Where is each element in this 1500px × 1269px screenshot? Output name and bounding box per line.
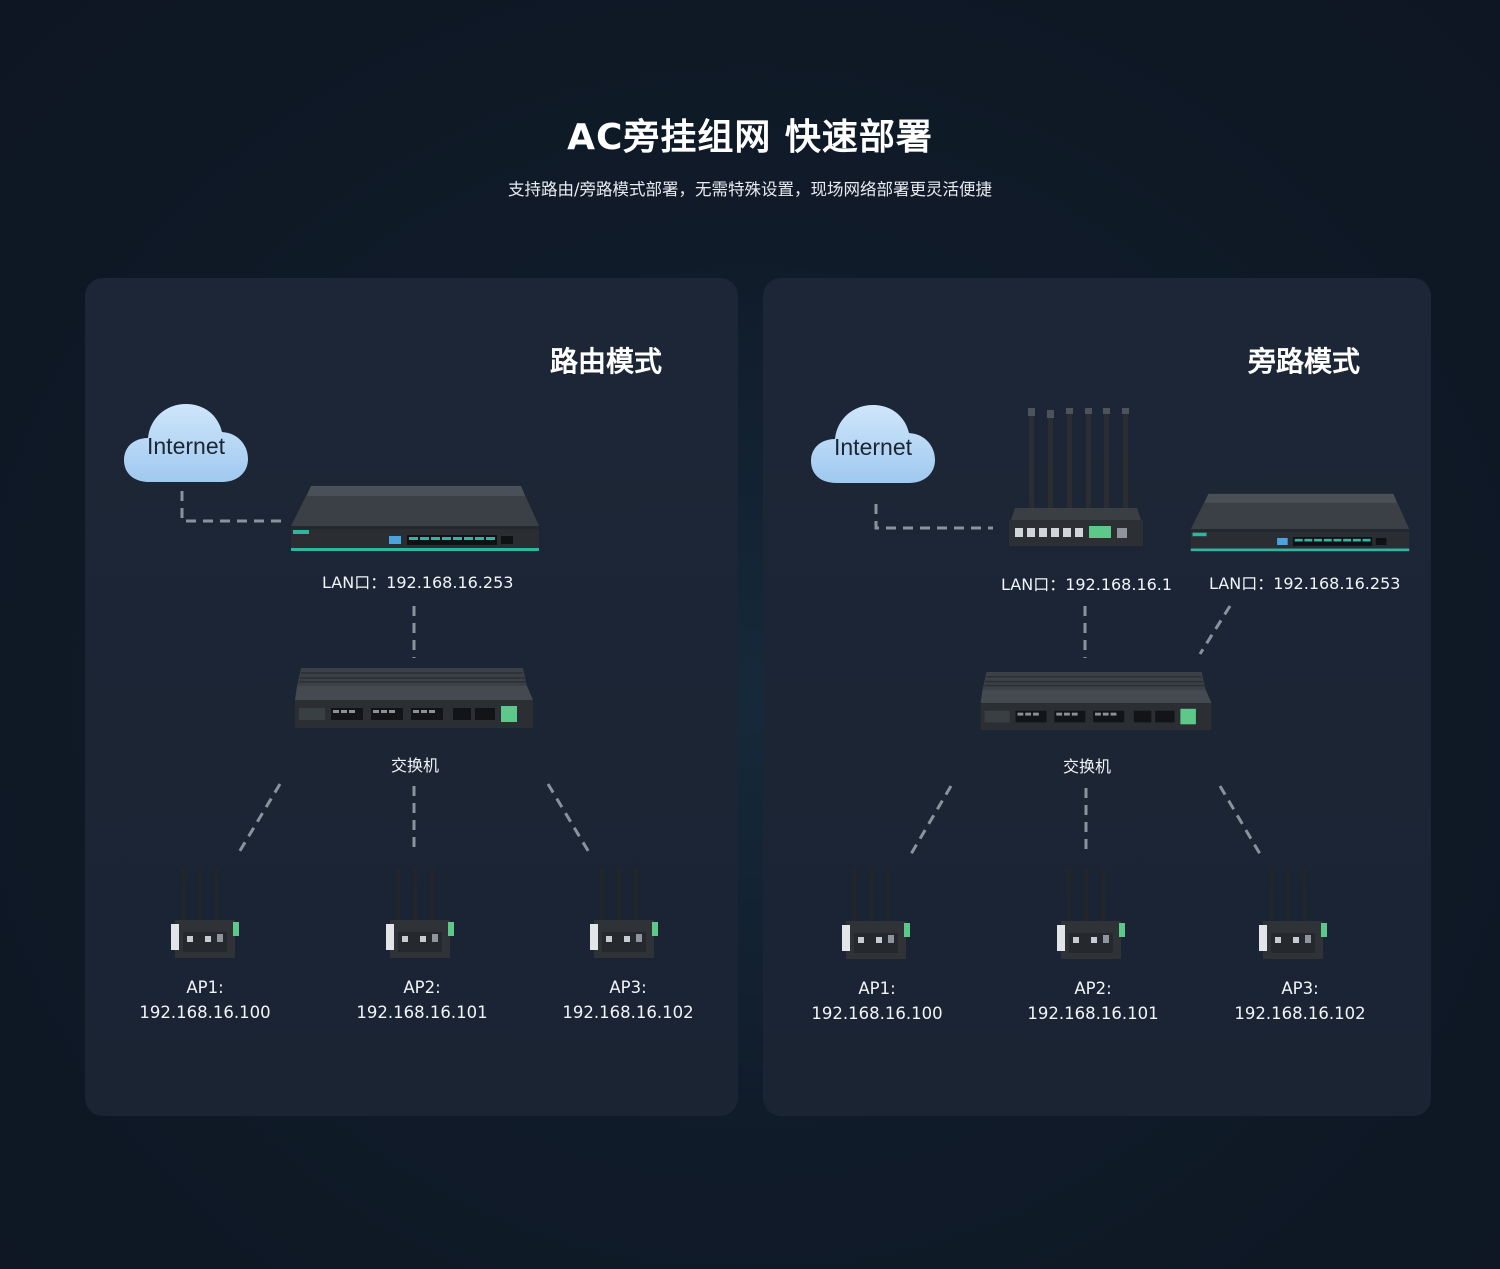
- internet-label: Internet: [834, 434, 912, 460]
- ac-controller-icon: [289, 484, 541, 554]
- ap3-icon: [1259, 869, 1327, 961]
- panel-title: 路由模式: [550, 345, 663, 378]
- ap2-icon: [1057, 869, 1125, 961]
- page-subtitle: 支持路由/旁路模式部署，无需特殊设置，现场网络部署更灵活便捷: [507, 180, 993, 199]
- switch-ap1-link: [909, 785, 953, 855]
- ac-switch-link: [1198, 605, 1232, 655]
- switch-ap3-link: [1218, 785, 1262, 855]
- ap3-label: AP3: 192.168.16.102: [1234, 979, 1366, 1023]
- connection-lines: [180, 491, 592, 855]
- ap2-label: AP2: 192.168.16.101: [1027, 979, 1159, 1023]
- switch-icon: [980, 670, 1214, 734]
- internet-router-link: [874, 504, 993, 530]
- routing-mode-panel: 路由模式 Internet LAN口：192.168.16.253 交换机 AP…: [85, 278, 738, 1116]
- ap1-label: AP1: 192.168.16.100: [139, 978, 271, 1022]
- ap1-icon: [171, 868, 239, 960]
- ac-lan-label: LAN口：192.168.16.253: [1209, 574, 1401, 593]
- internet-cloud: Internet: [809, 401, 937, 487]
- ac-lan-label: LAN口：192.168.16.253: [322, 573, 514, 592]
- internet-cloud: Internet: [122, 400, 250, 486]
- ap3-icon: [590, 868, 658, 960]
- ap2-label: AP2: 192.168.16.101: [356, 978, 488, 1022]
- router-icon: [1005, 408, 1151, 550]
- internet-ac-link: [180, 491, 283, 523]
- ap1-icon: [842, 869, 910, 961]
- page-title: AC旁挂组网 快速部署: [567, 117, 933, 158]
- switch-ap1-link: [236, 783, 282, 855]
- bypass-mode-panel: 旁路模式 Internet LAN口：192.168.16.1 LAN口：192…: [763, 278, 1431, 1116]
- panel-title: 旁路模式: [1248, 345, 1361, 378]
- ap2-icon: [386, 868, 454, 960]
- switch-ap3-link: [546, 783, 592, 855]
- connection-lines: [874, 504, 1262, 855]
- ac-controller-icon: [1189, 492, 1411, 554]
- router-lan-label: LAN口：192.168.16.1: [1001, 575, 1173, 594]
- ap3-label: AP3: 192.168.16.102: [562, 978, 694, 1022]
- switch-label: 交换机: [390, 756, 439, 775]
- switch-label: 交换机: [1062, 757, 1111, 776]
- ap1-label: AP1: 192.168.16.100: [811, 979, 943, 1023]
- internet-label: Internet: [147, 433, 225, 459]
- switch-icon: [295, 666, 535, 732]
